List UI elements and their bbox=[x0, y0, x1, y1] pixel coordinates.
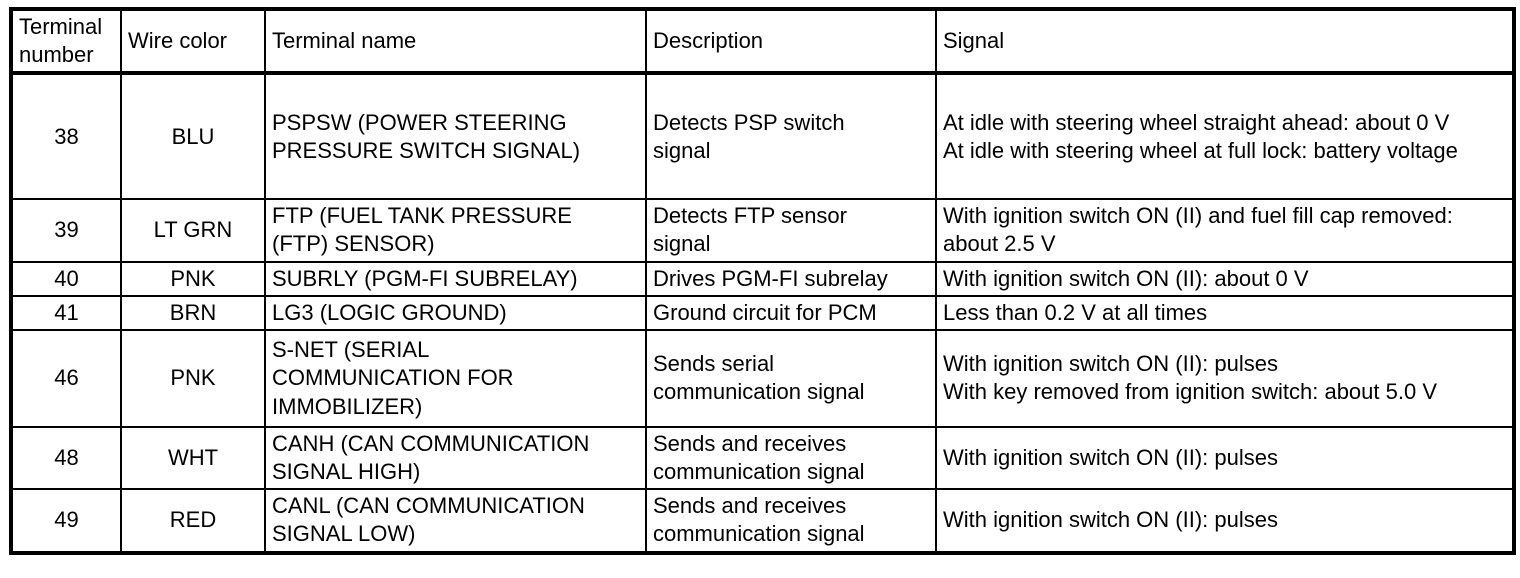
table-row-terminal-38: 38 BLU PSPSW (POWER STEERING PRESSURE SW… bbox=[10, 72, 1515, 201]
cell-terminal-name: LG3 (LOGIC GROUND) bbox=[264, 294, 647, 331]
cell-terminal-name: S-NET (SERIAL COMMUNICATION FOR IMMOBILI… bbox=[264, 328, 647, 428]
column-header-wire-color: Wire color bbox=[120, 7, 266, 76]
cell-wire-color: WHT bbox=[120, 425, 266, 491]
cell-terminal-name: SUBRLY (PGM-FI SUBRELAY) bbox=[264, 260, 647, 297]
table-row-terminal-48: 48 WHT CANH (CAN COMMUNICATION SIGNAL HI… bbox=[10, 425, 1515, 491]
cell-description: Detects FTP sensor signal bbox=[645, 198, 937, 263]
cell-signal: Less than 0.2 V at all times bbox=[935, 294, 1515, 331]
cell-signal: With ignition switch ON (II) and fuel fi… bbox=[935, 198, 1515, 263]
column-header-description: Description bbox=[645, 7, 937, 76]
cell-description: Ground circuit for PCM bbox=[645, 294, 937, 331]
cell-terminal-number: 39 bbox=[10, 198, 122, 263]
column-header-terminal-number: Terminal number bbox=[10, 7, 122, 76]
cell-wire-color: RED bbox=[120, 488, 266, 554]
pcm-terminal-table: Terminal number Wire color Terminal name… bbox=[9, 7, 1516, 555]
table-row-terminal-39: 39 LT GRN FTP (FUEL TANK PRESSURE (FTP) … bbox=[10, 198, 1515, 263]
cell-wire-color: PNK bbox=[120, 328, 266, 428]
cell-terminal-number: 46 bbox=[10, 328, 122, 428]
cell-terminal-name: CANH (CAN COMMUNICATION SIGNAL HIGH) bbox=[264, 425, 647, 491]
cell-description: Drives PGM-FI subrelay bbox=[645, 260, 937, 297]
cell-description: Sends and receives communication signal bbox=[645, 488, 937, 554]
header-row: Terminal number Wire color Terminal name… bbox=[10, 7, 1515, 76]
cell-terminal-number: 48 bbox=[10, 425, 122, 491]
cell-wire-color: BLU bbox=[120, 72, 266, 201]
cell-signal: With ignition switch ON (II): pulses bbox=[935, 425, 1515, 491]
cell-wire-color: LT GRN bbox=[120, 198, 266, 263]
table-row-terminal-49: 49 RED CANL (CAN COMMUNICATION SIGNAL LO… bbox=[10, 488, 1515, 554]
cell-terminal-name: CANL (CAN COMMUNICATION SIGNAL LOW) bbox=[264, 488, 647, 554]
cell-signal: At idle with steering wheel straight ahe… bbox=[935, 72, 1515, 201]
cell-terminal-number: 49 bbox=[10, 488, 122, 554]
cell-signal: With ignition switch ON (II): about 0 V bbox=[935, 260, 1515, 297]
cell-terminal-name: FTP (FUEL TANK PRESSURE (FTP) SENSOR) bbox=[264, 198, 647, 263]
cell-description: Sends and receives communication signal bbox=[645, 425, 937, 491]
cell-terminal-number: 40 bbox=[10, 260, 122, 297]
table-row-terminal-46: 46 PNK S-NET (SERIAL COMMUNICATION FOR I… bbox=[10, 328, 1515, 428]
cell-wire-color: BRN bbox=[120, 294, 266, 331]
cell-terminal-number: 38 bbox=[10, 72, 122, 201]
table-row-terminal-40: 40 PNK SUBRLY (PGM-FI SUBRELAY) Drives P… bbox=[10, 260, 1515, 297]
cell-description: Detects PSP switch signal bbox=[645, 72, 937, 201]
column-header-signal: Signal bbox=[935, 7, 1515, 76]
cell-terminal-number: 41 bbox=[10, 294, 122, 331]
table-row-terminal-41: 41 BRN LG3 (LOGIC GROUND) Ground circuit… bbox=[10, 294, 1515, 331]
cell-signal: With ignition switch ON (II): pulses Wit… bbox=[935, 328, 1515, 428]
cell-terminal-name: PSPSW (POWER STEERING PRESSURE SWITCH SI… bbox=[264, 72, 647, 201]
cell-signal: With ignition switch ON (II): pulses bbox=[935, 488, 1515, 554]
cell-description: Sends serial communication signal bbox=[645, 328, 937, 428]
cell-wire-color: PNK bbox=[120, 260, 266, 297]
column-header-terminal-name: Terminal name bbox=[264, 7, 647, 76]
